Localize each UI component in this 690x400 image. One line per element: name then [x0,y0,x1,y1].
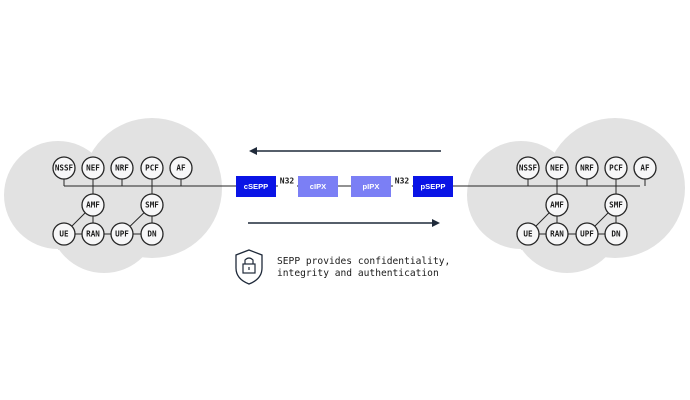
nf-label: AMF [550,201,564,210]
nf-label: AMF [86,201,100,210]
pipx-label: pIPX [363,182,380,191]
right-nf-pcf: PCF [604,156,628,180]
right-nf-nrf: NRF [575,156,599,180]
nf-label: UE [523,230,533,239]
right-nf-smf: SMF [604,193,628,217]
left-network-cloud [4,118,222,273]
csepp-label: cSEPP [244,182,268,191]
nf-label: SMF [145,201,159,210]
right-nf-amf: AMF [545,193,569,217]
right-nf-af: AF [633,156,657,180]
cipx-box: cIPX [298,176,338,197]
left-nf-smf: SMF [140,193,164,217]
right-nf-dn: DN [604,222,628,246]
arrow-right [248,219,440,227]
nf-label: AF [640,164,650,173]
right-network-cloud [467,118,685,273]
cipx-label: cIPX [310,182,326,191]
right-nf-upf: UPF [575,222,599,246]
left-nf-pcf: PCF [140,156,164,180]
nf-label: NRF [115,164,129,173]
right-nf-nef: NEF [545,156,569,180]
psepp-box: pSEPP [413,176,453,197]
nf-label: NSSF [55,164,74,173]
nf-label: UPF [580,230,594,239]
note-line-2: integrity and authentication [277,268,439,279]
pipx-box: pIPX [351,176,391,197]
nf-label: NEF [550,164,564,173]
n32-left-label: N32 [280,177,295,186]
nf-label: NSSF [519,164,538,173]
right-nf-nssf: NSSF [516,156,540,180]
nf-label: NRF [580,164,594,173]
left-nf-amf: AMF [81,193,105,217]
n32-left-bg [278,177,297,187]
nf-label: PCF [609,164,623,173]
left-nf-upf: UPF [110,222,134,246]
arrow-left [249,147,441,155]
left-nf-ran: RAN [81,222,105,246]
nf-label: UPF [115,230,129,239]
nf-label: PCF [145,164,159,173]
csepp-box: cSEPP [236,176,276,197]
right-nf-ue: UE [516,222,540,246]
nf-label: DN [611,230,621,239]
padlock-shield-icon [235,249,263,285]
nf-label: NEF [86,164,100,173]
left-nf-af: AF [169,156,193,180]
left-nf-nrf: NRF [110,156,134,180]
nf-label: SMF [609,201,623,210]
nf-label: DN [147,230,157,239]
n32-right-label: N32 [395,177,410,186]
right-nf-ran: RAN [545,222,569,246]
left-nf-nssf: NSSF [52,156,76,180]
n32-right-bg [393,177,412,187]
nf-label: AF [176,164,186,173]
nf-label: RAN [86,230,100,239]
psepp-label: pSEPP [421,182,446,191]
left-nf-dn: DN [140,222,164,246]
note-line-1: SEPP provides confidentiality, [277,256,450,267]
left-nf-nef: NEF [81,156,105,180]
nf-label: RAN [550,230,564,239]
nf-label: UE [59,230,69,239]
left-nf-ue: UE [52,222,76,246]
